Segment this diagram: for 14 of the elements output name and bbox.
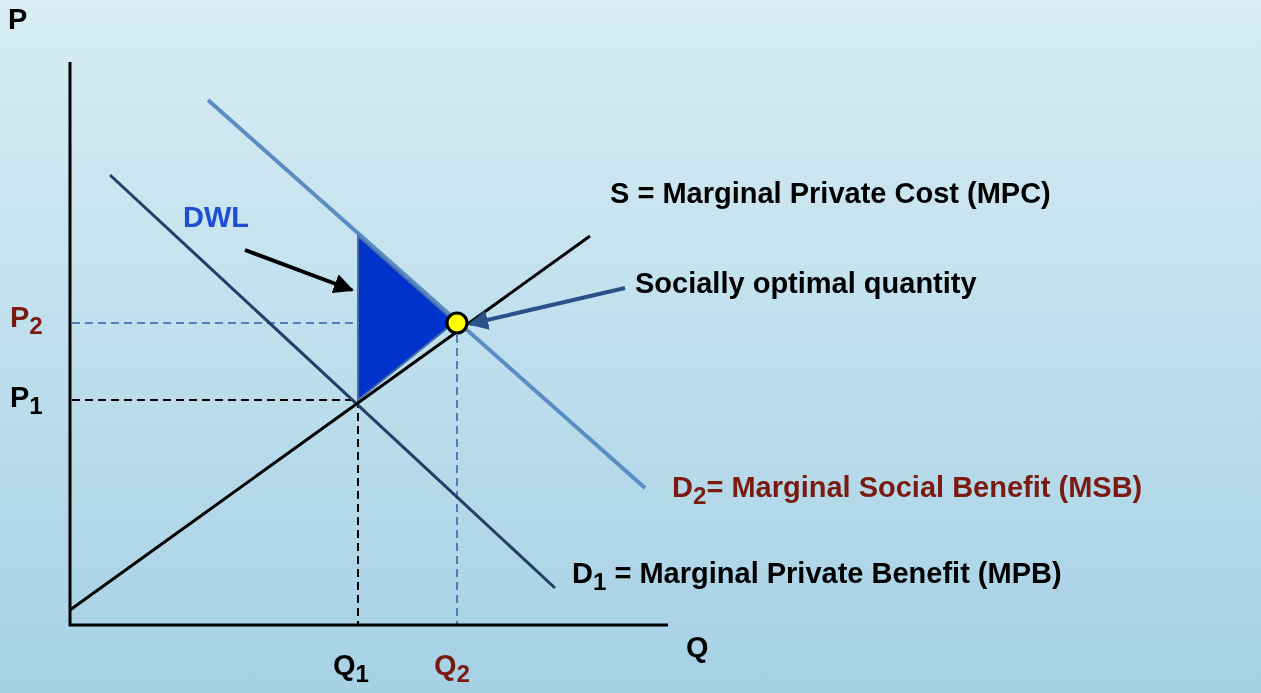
quantity-label: Q$_{1}$ — [333, 648, 369, 689]
arrow — [244, 248, 354, 294]
price-label: P$_{2}$ — [10, 300, 43, 341]
equilibrium-point — [445, 311, 469, 335]
curve-label: D$_{2}$= Marginal Social Benefit (MSB) — [672, 470, 1143, 511]
price-label: P$_{1}$ — [10, 380, 43, 421]
curve-label: D$_{1}$ = Marginal Private Benefit (MPB) — [572, 556, 1062, 597]
quantity-label: Q$_{2}$ — [434, 648, 470, 689]
axis-label: Q — [686, 630, 709, 664]
axis-label: P — [8, 2, 28, 36]
diagram-label: DWL — [183, 200, 250, 234]
curve-label: S = Marginal Private Cost (MPC) — [610, 176, 1051, 210]
arrow — [468, 286, 626, 330]
diagram-label: Socially optimal quantity — [635, 266, 977, 300]
